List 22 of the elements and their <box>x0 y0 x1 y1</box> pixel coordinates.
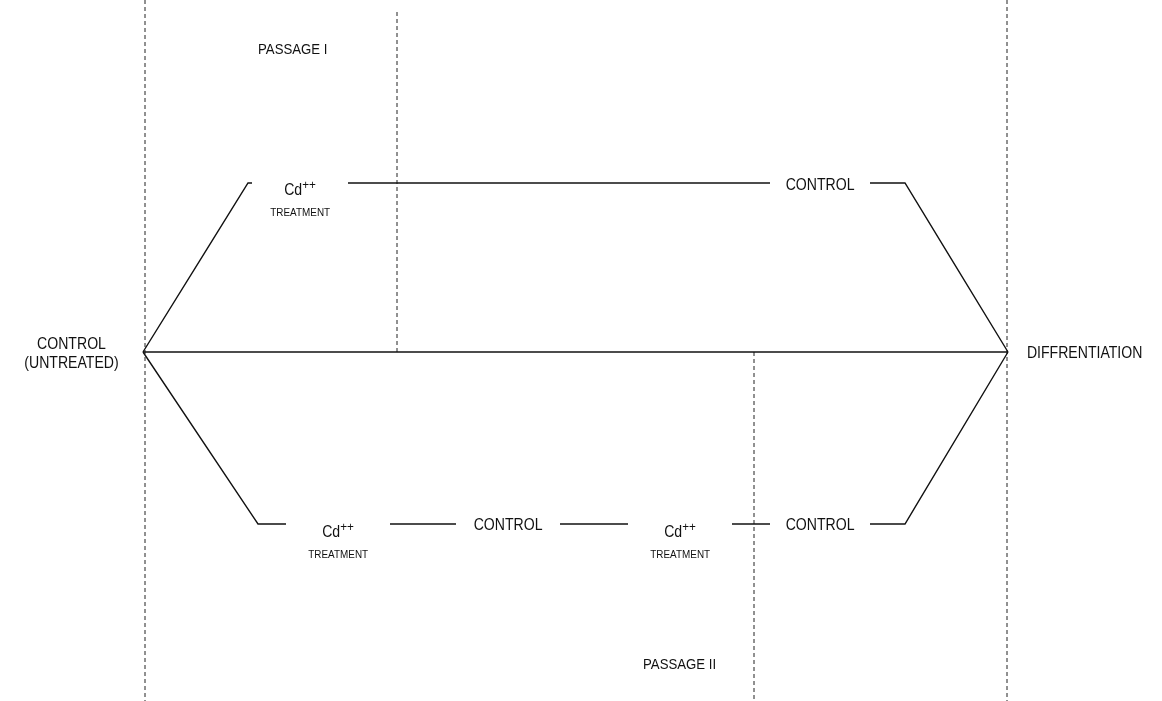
connector-line <box>347 182 771 184</box>
stage-label: DIFFRENTIATION <box>1027 342 1143 362</box>
stage-label: CONTROL (UNTREATED) <box>23 334 120 372</box>
connector-line <box>731 523 771 525</box>
connector-line <box>142 351 1009 353</box>
stage-label: Cd$^{++}$ <box>284 175 316 200</box>
passage-label: PASSAGE I <box>258 40 328 57</box>
connector-line <box>142 182 253 353</box>
stage-sublabel: TREATMENT <box>308 547 368 562</box>
passage-label: PASSAGE II <box>643 655 717 672</box>
stage-label: Cd$^{++}$ <box>664 517 696 542</box>
connector-line <box>389 523 457 525</box>
connector-line <box>869 182 1009 353</box>
connector-line <box>869 351 1009 525</box>
stage-sublabel: TREATMENT <box>650 547 710 562</box>
connector-line <box>142 351 287 525</box>
stage-sublabel: TREATMENT <box>270 205 330 220</box>
stage-label: CONTROL <box>785 514 855 534</box>
stage-label: CONTROL <box>785 174 855 194</box>
connector-line <box>559 523 629 525</box>
stage-label: Cd$^{++}$ <box>322 517 354 542</box>
stage-label: CONTROL <box>473 514 543 534</box>
